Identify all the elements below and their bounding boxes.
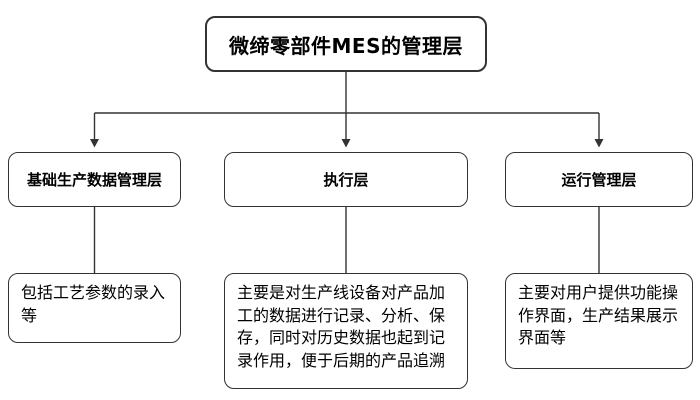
level2-node-execution-layer: 执行层: [224, 152, 468, 207]
description-node-execution-layer: 主要是对生产线设备对产品加工的数据进行记录、分析、保存，同时对历史数据也起到记录…: [224, 273, 468, 389]
root-node-title: 微缔零部件MES的管理层: [205, 16, 487, 72]
description-node-basic-data-layer: 包括工艺参数的录入等: [8, 273, 181, 343]
level2-node-basic-data-layer: 基础生产数据管理层: [8, 152, 181, 207]
level2-node-operation-layer: 运行管理层: [505, 152, 693, 207]
description-node-operation-layer: 主要对用户提供功能操作界面，生产结果展示界面等: [505, 273, 693, 369]
